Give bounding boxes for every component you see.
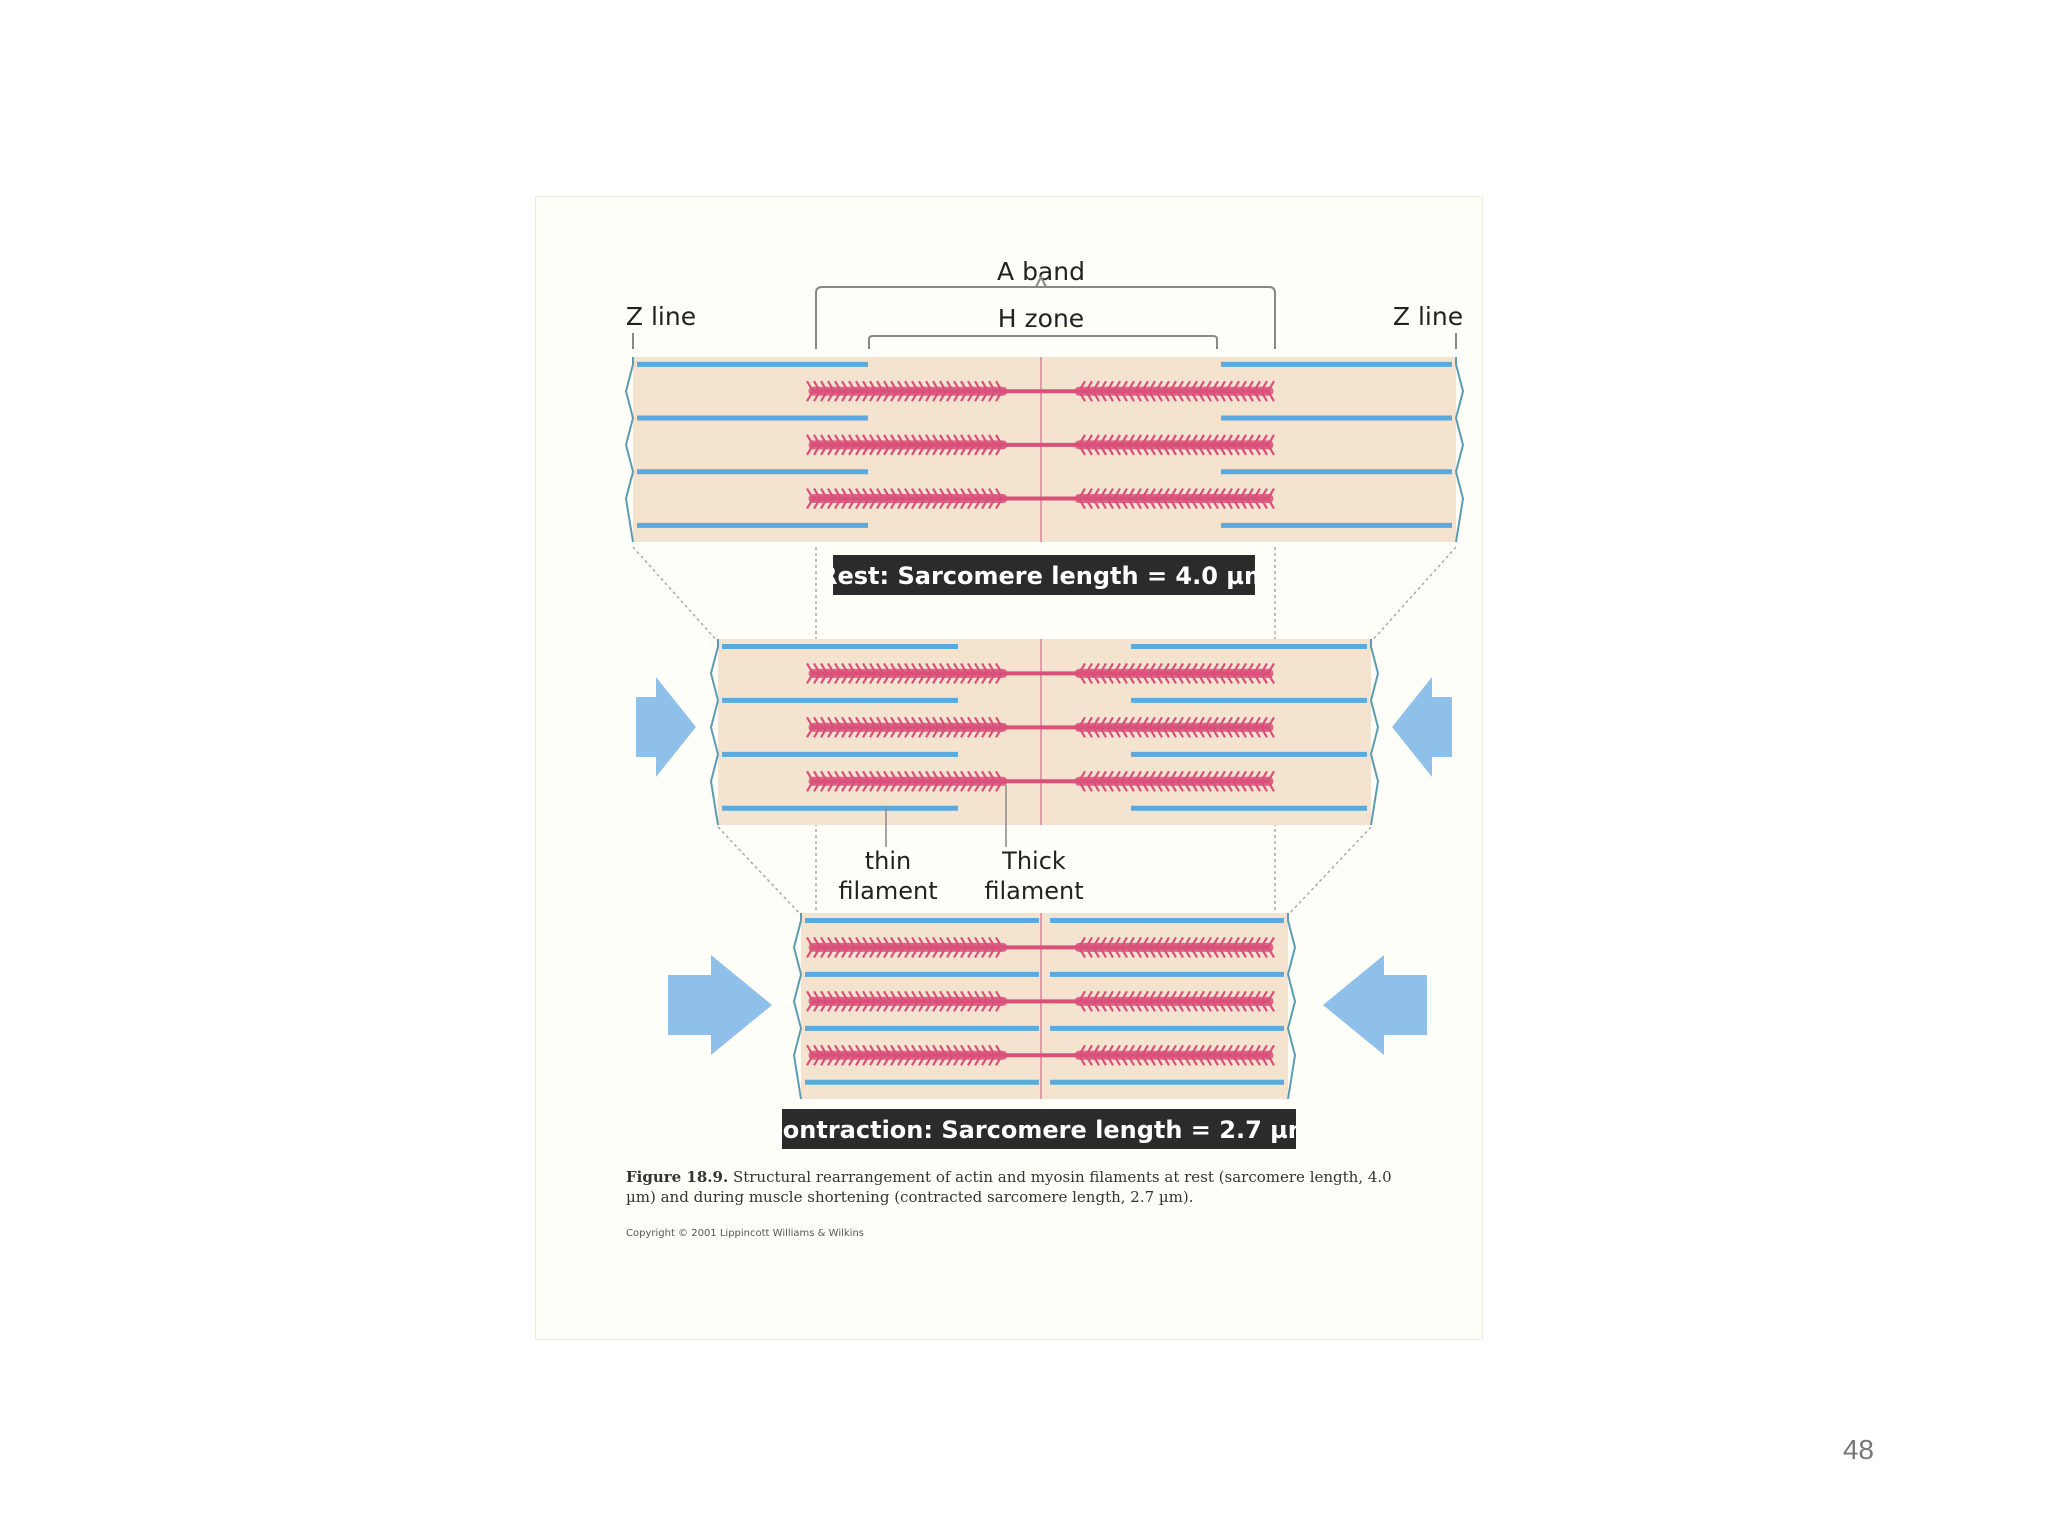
thick-filament <box>806 487 1275 510</box>
thick-filament <box>806 990 1275 1012</box>
myosin-heads <box>806 1044 1003 1066</box>
copyright: Copyright © 2001 Lippincott Williams & W… <box>626 1228 865 1239</box>
myosin-heads <box>1078 380 1275 402</box>
sarcomere-rest <box>624 357 1465 543</box>
myosin-heads <box>806 990 1003 1012</box>
z-line <box>709 639 720 826</box>
z-line-right-label: Z line <box>1393 302 1463 331</box>
figure-text: Structural rearrangement of actin and my… <box>626 1168 1392 1206</box>
h-zone-bracket <box>868 335 1218 349</box>
h-zone-label: H zone <box>998 304 1084 333</box>
sarcomere-diagram: A band H zone Z line Z line Rest: Sar <box>624 257 1465 1149</box>
myosin-heads <box>806 487 1003 510</box>
myosin-heads <box>1078 487 1275 510</box>
thick-filament <box>806 380 1275 402</box>
z-line <box>1369 639 1380 826</box>
myosin-heads <box>1078 434 1275 456</box>
right-arrow-middle <box>1392 677 1452 777</box>
thick-filament <box>806 936 1275 958</box>
myosin-heads <box>1078 990 1275 1012</box>
myosin-heads <box>806 716 1003 738</box>
a-band-label: A band <box>997 257 1085 286</box>
thin-filament-label-2: filament <box>838 877 937 905</box>
page-number: 48 <box>1842 1434 1874 1465</box>
left-arrow-middle <box>636 677 696 777</box>
right-arrow-bottom <box>1323 955 1427 1055</box>
myosin-heads <box>806 936 1003 958</box>
z-line <box>1454 357 1465 543</box>
figure-number: Figure 18.9. <box>626 1168 729 1186</box>
figure-caption: Figure 18.9. Structural rearrangement of… <box>626 1167 1406 1207</box>
sarcomere-body <box>633 357 1456 542</box>
myosin-heads <box>1078 716 1275 738</box>
sarcomere-contracted <box>792 913 1297 1100</box>
thick-filament-label-1: Thick <box>1001 847 1066 875</box>
sarcomere-mid <box>709 639 1380 826</box>
rest-caption-box: Rest: Sarcomere length = 4.0 µm <box>819 555 1269 595</box>
rest-caption: Rest: Sarcomere length = 4.0 µm <box>819 562 1269 590</box>
figure-card: A band H zone Z line Z line Rest: Sar <box>535 196 1483 1340</box>
z-line <box>624 357 635 543</box>
thick-filament <box>806 770 1275 792</box>
contraction-caption: Contraction: Sarcomere length = 2.7 µm <box>765 1116 1313 1144</box>
myosin-heads <box>1078 936 1275 958</box>
a-band-bracket-tip <box>1035 274 1047 288</box>
myosin-heads <box>806 434 1003 456</box>
myosin-heads <box>806 770 1003 792</box>
thick-filament <box>806 1044 1275 1066</box>
myosin-heads <box>1078 1044 1275 1066</box>
z-line-left-label: Z line <box>626 302 696 331</box>
left-arrow-bottom <box>668 955 772 1055</box>
myosin-heads <box>806 662 1003 684</box>
thick-filament <box>806 662 1275 684</box>
myosin-heads <box>1078 770 1275 792</box>
thick-filament <box>806 434 1275 456</box>
z-line <box>1286 913 1297 1100</box>
myosin-heads <box>806 380 1003 402</box>
thin-filament-label-1: thin <box>865 847 912 875</box>
contraction-caption-box: Contraction: Sarcomere length = 2.7 µm <box>765 1109 1313 1149</box>
myosin-heads <box>1078 662 1275 684</box>
z-line <box>792 913 803 1100</box>
thick-filament <box>806 716 1275 738</box>
thick-filament-label-2: filament <box>984 877 1083 905</box>
